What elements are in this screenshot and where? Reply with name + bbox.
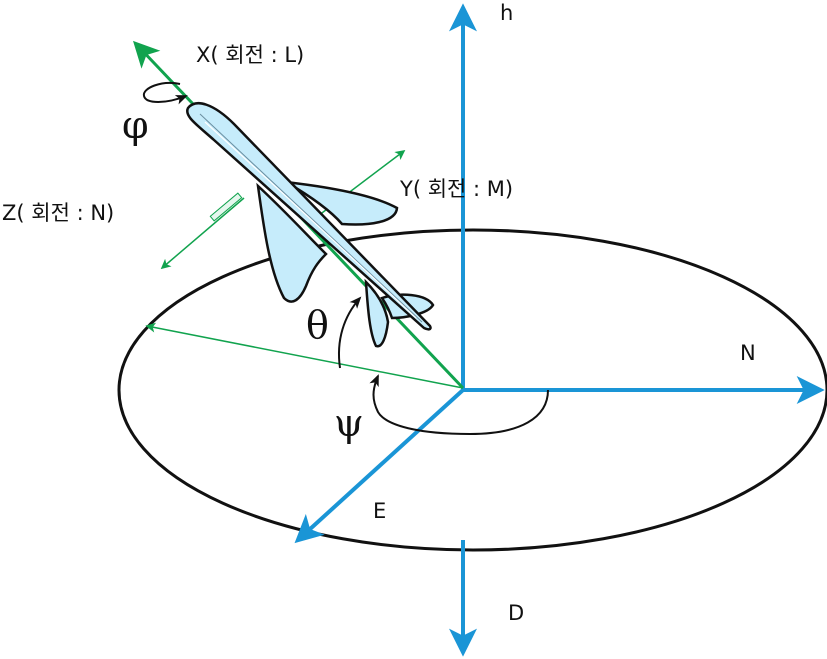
- y-axis-label: Y( 회전 : M): [399, 177, 513, 201]
- x-axis-label: X( 회전 : L): [196, 43, 304, 67]
- z-axis-label: Z( 회전 : N): [2, 201, 114, 225]
- z-body-axis-arrow: [160, 197, 245, 270]
- pitch-angle-arc: [338, 296, 362, 369]
- aircraft-near-wing: [256, 182, 328, 303]
- e-axis-label: E: [373, 499, 386, 523]
- theta-pitch-symbol: θ: [306, 303, 329, 347]
- d-axis-label: D: [508, 601, 524, 625]
- horizon-ellipse: [117, 228, 827, 552]
- psi-yaw-symbol: ψ: [334, 401, 364, 445]
- e-axis-arrow: [294, 388, 465, 544]
- roll-rotation-arrow: [142, 82, 188, 105]
- aircraft-far-wing: [285, 180, 399, 226]
- aircraft: [186, 102, 435, 348]
- z-axis-rotation-marker: [209, 192, 243, 222]
- x-axis-ground-projection: [145, 322, 464, 389]
- aircraft-fuselage-stripe-2: [204, 121, 417, 319]
- h-axis-label: h: [500, 1, 513, 25]
- aircraft-tail-fin: [364, 278, 390, 348]
- yaw-angle-arc: [369, 374, 549, 436]
- aircraft-fuselage-stripe: [199, 113, 423, 323]
- phi-roll-symbol: φ: [122, 103, 149, 147]
- n-axis-label: N: [740, 341, 756, 365]
